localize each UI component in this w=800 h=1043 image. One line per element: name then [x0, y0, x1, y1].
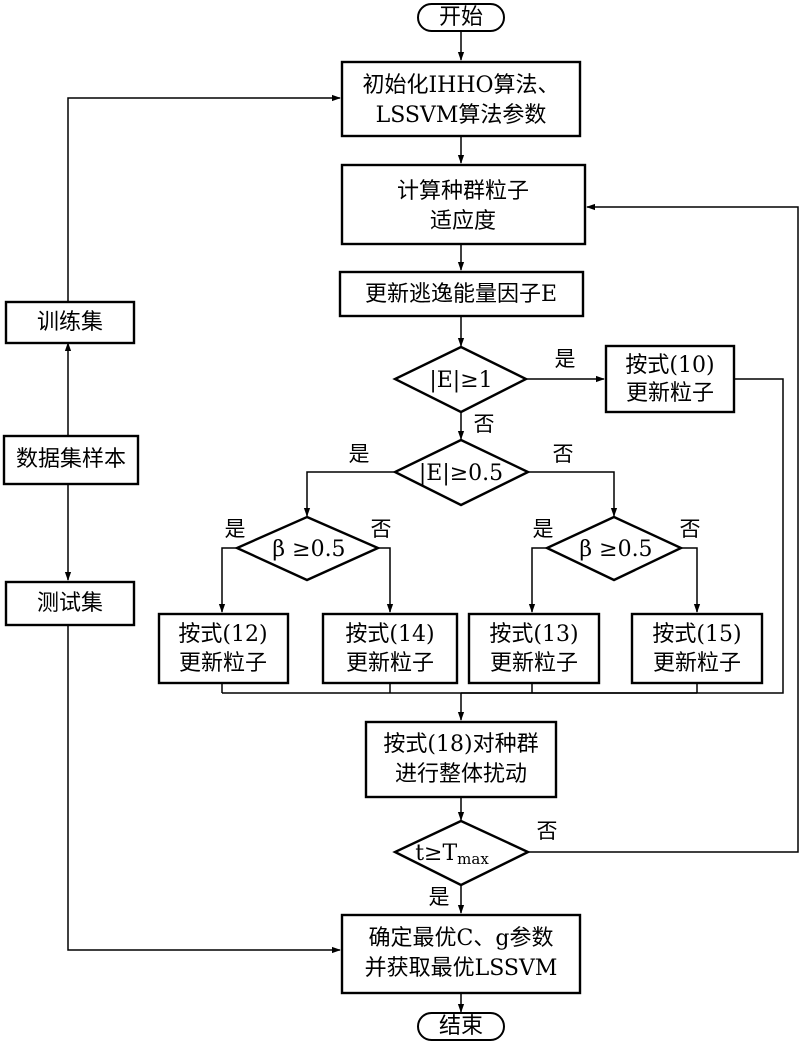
label-cond3a-yes: 是 [225, 517, 246, 541]
edge-labels: 是 否 是 否 是 否 是 否 否 是 [225, 347, 701, 909]
update-eq14-line2: 更新粒子 [346, 651, 434, 676]
fitness-label-line1: 计算种群粒子 [397, 179, 529, 204]
start-label: 开始 [439, 5, 483, 30]
decision-e-ge-1: |E|≥1 [392, 345, 529, 414]
end-node: 结束 [417, 1012, 505, 1041]
edge-cond2-yes [303, 471, 395, 517]
label-cond2-yes: 是 [349, 442, 370, 466]
label-cond3b-no: 否 [680, 517, 701, 541]
edge-cond4-no-loop [528, 203, 799, 853]
perturb-line2: 进行整体扰动 [395, 762, 527, 787]
result-box: 确定最优C、g参数 并获取最优LSSVM [340, 913, 582, 995]
update-eq12-box: 按式(12) 更新粒子 [157, 612, 290, 685]
edge-test-result [67, 625, 341, 954]
edge-cond3a-no [378, 547, 394, 613]
update-eq13-line1: 按式(13) [489, 622, 578, 647]
init-label-line2: LSSVM算法参数 [376, 103, 547, 128]
train-set-label: 训练集 [37, 310, 103, 335]
update-eq14-box: 按式(14) 更新粒子 [321, 612, 459, 685]
update-eq10-line2: 更新粒子 [626, 381, 714, 406]
edge-cond2-no [528, 471, 618, 517]
decision-e-ge-05-label: |E|≥0.5 [419, 461, 503, 486]
result-line2: 并获取最优LSSVM [365, 956, 558, 981]
update-eq12-line2: 更新粒子 [179, 651, 267, 676]
update-eq12-line1: 按式(12) [178, 622, 267, 647]
decision-t-ge-tmax-label: t≥Tmax [415, 841, 489, 868]
update-eq13-line2: 更新粒子 [490, 651, 578, 676]
test-set-box: 测试集 [4, 580, 136, 627]
update-eq15-line1: 按式(15) [652, 622, 741, 647]
train-set-box: 训练集 [4, 300, 136, 345]
decision-e-ge-1-label: |E|≥1 [429, 368, 492, 393]
test-set-label: 测试集 [37, 591, 103, 616]
label-cond3b-yes: 是 [533, 517, 554, 541]
decision-e-ge-05: |E|≥0.5 [392, 438, 531, 507]
decision-beta-left: β ≥0.5 [234, 515, 381, 582]
connectors [64, 31, 799, 1013]
update-energy-label: 更新逃逸能量因子E [365, 282, 557, 307]
decision-beta-right-label: β ≥0.5 [579, 537, 652, 562]
start-node: 开始 [417, 3, 505, 32]
fitness-box: 计算种群粒子 适应度 [340, 163, 587, 246]
label-cond1-yes: 是 [555, 347, 576, 371]
end-label: 结束 [439, 1014, 483, 1039]
label-cond4-no: 否 [537, 819, 558, 843]
decision-t-ge-tmax: t≥Tmax [392, 819, 531, 887]
update-eq15-line2: 更新粒子 [653, 651, 741, 676]
label-cond4-yes: 是 [429, 885, 450, 909]
label-cond3a-no: 否 [371, 517, 392, 541]
update-energy-box: 更新逃逸能量因子E [338, 270, 585, 318]
update-eq15-box: 按式(15) 更新粒子 [630, 612, 764, 685]
update-eq14-line1: 按式(14) [345, 622, 434, 647]
result-line1: 确定最优C、g参数 [369, 926, 554, 951]
update-eq10-line1: 按式(10) [625, 353, 714, 378]
label-cond1-no: 否 [474, 412, 495, 436]
edge-cond3b-no [681, 547, 701, 613]
edge-train-init [67, 94, 341, 302]
label-cond2-no: 否 [553, 442, 574, 466]
dataset-label: 数据集样本 [16, 447, 126, 472]
decision-beta-right: β ≥0.5 [544, 515, 684, 582]
edge-cond3a-yes [218, 547, 237, 613]
decision-beta-left-label: β ≥0.5 [272, 537, 345, 562]
dataset-box: 数据集样本 [2, 434, 140, 486]
perturb-line1: 按式(18)对种群 [383, 732, 538, 757]
init-box: 初始化IHHO算法、 LSSVM算法参数 [340, 60, 582, 138]
update-eq13-box: 按式(13) 更新粒子 [467, 612, 601, 685]
init-label-line1: 初始化IHHO算法、 [362, 73, 559, 98]
perturb-box: 按式(18)对种群 进行整体扰动 [364, 720, 558, 799]
edge-cond3b-yes [528, 547, 547, 613]
fitness-label-line2: 适应度 [430, 209, 496, 234]
update-eq10-box: 按式(10) 更新粒子 [604, 344, 736, 414]
